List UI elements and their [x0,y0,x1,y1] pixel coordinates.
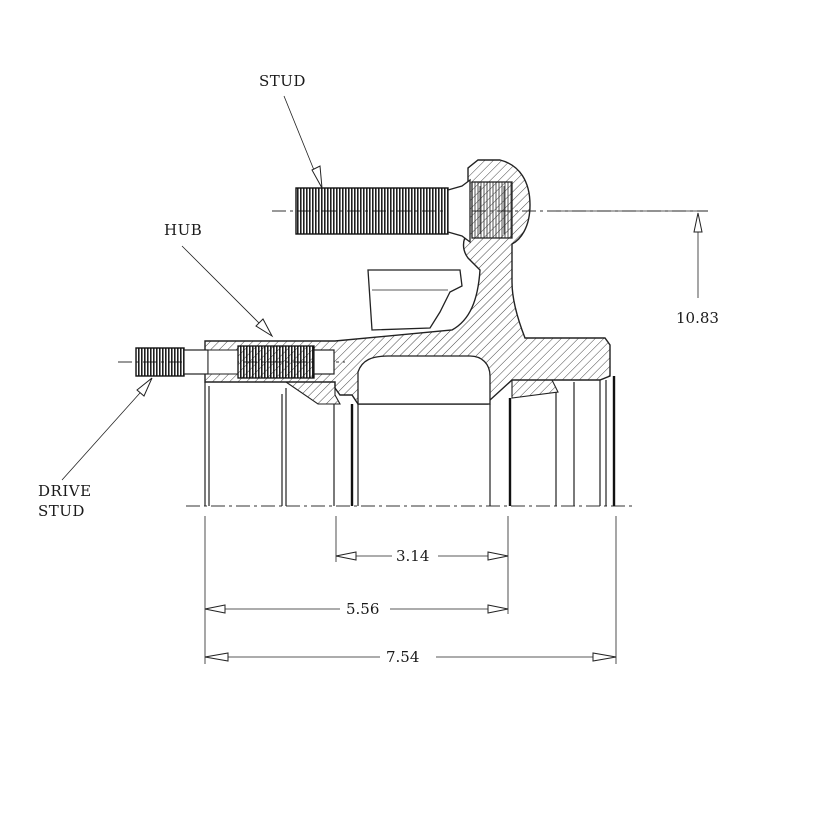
dimension-stud-height [556,210,708,298]
stud-label: STUD [259,72,306,90]
dimension-label-mid-width: 5.56 [346,600,379,618]
hub-label: HUB [164,221,202,239]
drive-stud-label-line1: DRIVE [38,482,92,500]
bearing-bore-lines [204,376,616,506]
dimension-label-inner-width: 3.14 [396,547,429,565]
drive-stud [135,345,335,379]
dimension-mid-width [204,604,509,614]
dimension-extension-lines [204,516,617,664]
dimension-label-stud-height: 10.83 [676,309,719,327]
dimension-label-overall-width: 7.54 [386,648,419,666]
hub-leader [181,245,274,338]
drive-stud-label-line2: STUD [38,502,85,520]
drive-stud-leader [61,377,153,481]
stud-leader [283,95,323,189]
dimension-overall-width [204,652,617,662]
wheel-stud [295,178,513,244]
dimension-inner-width [335,551,509,561]
